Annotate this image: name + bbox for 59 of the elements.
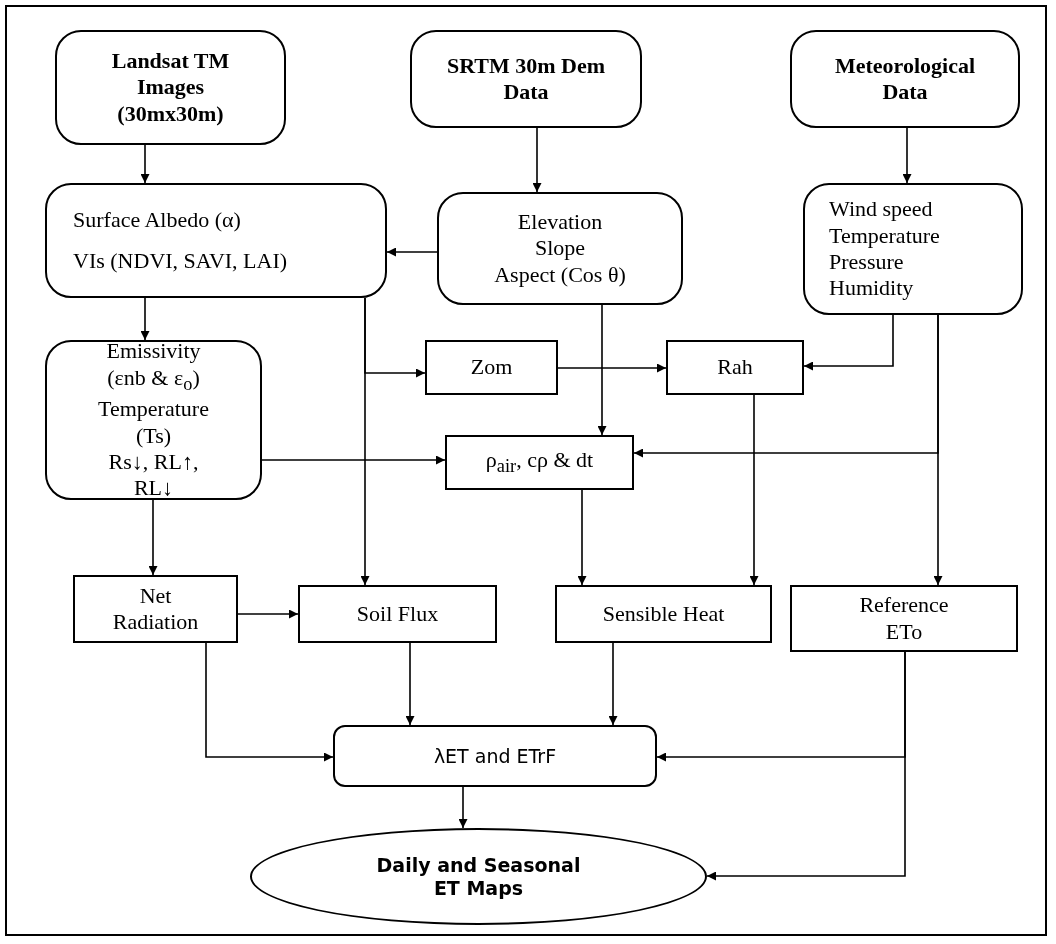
process-box [73,575,238,643]
node-label: Meteorological Data [833,52,977,106]
node-label: VIs (NDVI, SAVI, LAI) [73,247,288,274]
process-box [555,585,772,643]
node-label: Zom [470,354,513,381]
rounded-box [437,192,683,305]
node-label: Aspect (Cos θ) [494,261,626,289]
rounded-box [55,30,286,145]
rounded-box [45,340,262,500]
node-label: Wind speed [829,196,933,223]
rounded-box [410,30,642,128]
rounded-box [803,183,1023,315]
node-label: Soil Flux [356,600,439,628]
node-label: Temperature [829,222,940,249]
node-label: Pressure [829,249,904,276]
arrow [597,304,607,436]
node-label: λET and ETrF [433,744,557,768]
rounded-box [45,183,387,298]
process-box [425,340,558,395]
node-label: Humidity [829,275,914,302]
arrow [360,297,370,586]
node-label: Reference ETo [858,592,950,645]
arrow [749,394,759,586]
process-box [790,585,1018,652]
arrow [532,127,542,193]
arrow [148,499,158,576]
arrow [706,651,906,881]
node-label: Surface Albedo (α) [73,207,241,234]
node-label: Elevation [517,208,603,236]
node-label: ρ$_{air}$, cρ & dt [485,446,594,479]
arrow [261,455,446,465]
node-label: Emissivity (εnb & ε$_{o}$) [105,338,202,397]
arrow [405,642,415,726]
arrow [803,314,894,371]
arrow [386,247,438,257]
arrow [577,489,587,586]
node-label: Temperature (Ts) [97,396,210,449]
node-label: Net Radiation [112,582,199,636]
arrow [237,609,299,619]
node-label: Slope [534,235,586,262]
node-label: Landsat TM Images (30mx30m) [110,47,231,128]
node-label: Sensible Heat [602,600,725,628]
node-label: SRTM 30m Dem Data [445,52,607,106]
arrow [205,642,334,762]
process-box [298,585,497,643]
node-label: Rah [717,354,753,381]
process-box [666,340,804,395]
arrow [608,642,618,726]
arrow [557,363,667,373]
arrow [140,144,150,184]
node-label: Rs↓, RL↑, RL↓ [107,448,200,502]
arrow [902,127,912,184]
node-label: Daily and Seasonal ET Maps [375,853,582,900]
arrow [140,297,150,341]
rounded-box [333,725,657,787]
rounded-box [790,30,1020,128]
process-box [445,435,634,490]
arrow [458,786,468,829]
arrow [933,314,943,586]
